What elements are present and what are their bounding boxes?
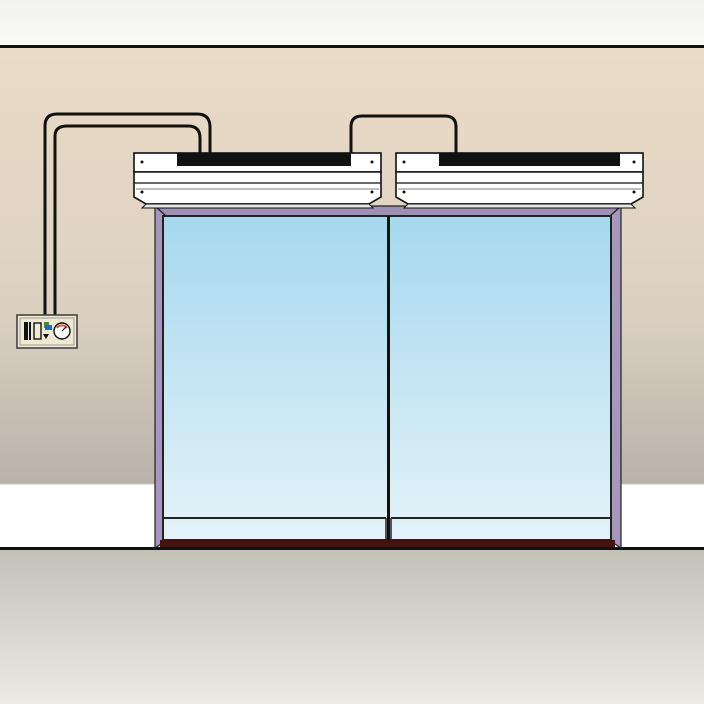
unit-body (133, 171, 382, 205)
wall-control-panel (16, 314, 78, 349)
unit-vent (177, 153, 351, 166)
air-curtain-icon (395, 152, 644, 209)
thermostat-icon (24, 322, 71, 340)
unit-vent (439, 153, 620, 166)
baseboard-left (0, 484, 156, 548)
floor (0, 549, 704, 704)
ceiling (0, 0, 704, 46)
cable-controller-inner (53, 124, 202, 316)
door-threshold (160, 540, 615, 547)
glass-panel-left (162, 215, 389, 541)
glass-panel-right (388, 215, 612, 541)
unit-body (395, 171, 644, 205)
sliding-glass-door (160, 215, 615, 547)
cable-unit-link (349, 114, 458, 153)
air-curtain-unit-right (395, 152, 644, 209)
air-curtain-unit-left (133, 152, 382, 209)
cables (43, 112, 458, 316)
cable-controller-outer (43, 112, 212, 316)
air-curtain-icon (133, 152, 382, 209)
baseboard-right (620, 484, 704, 548)
